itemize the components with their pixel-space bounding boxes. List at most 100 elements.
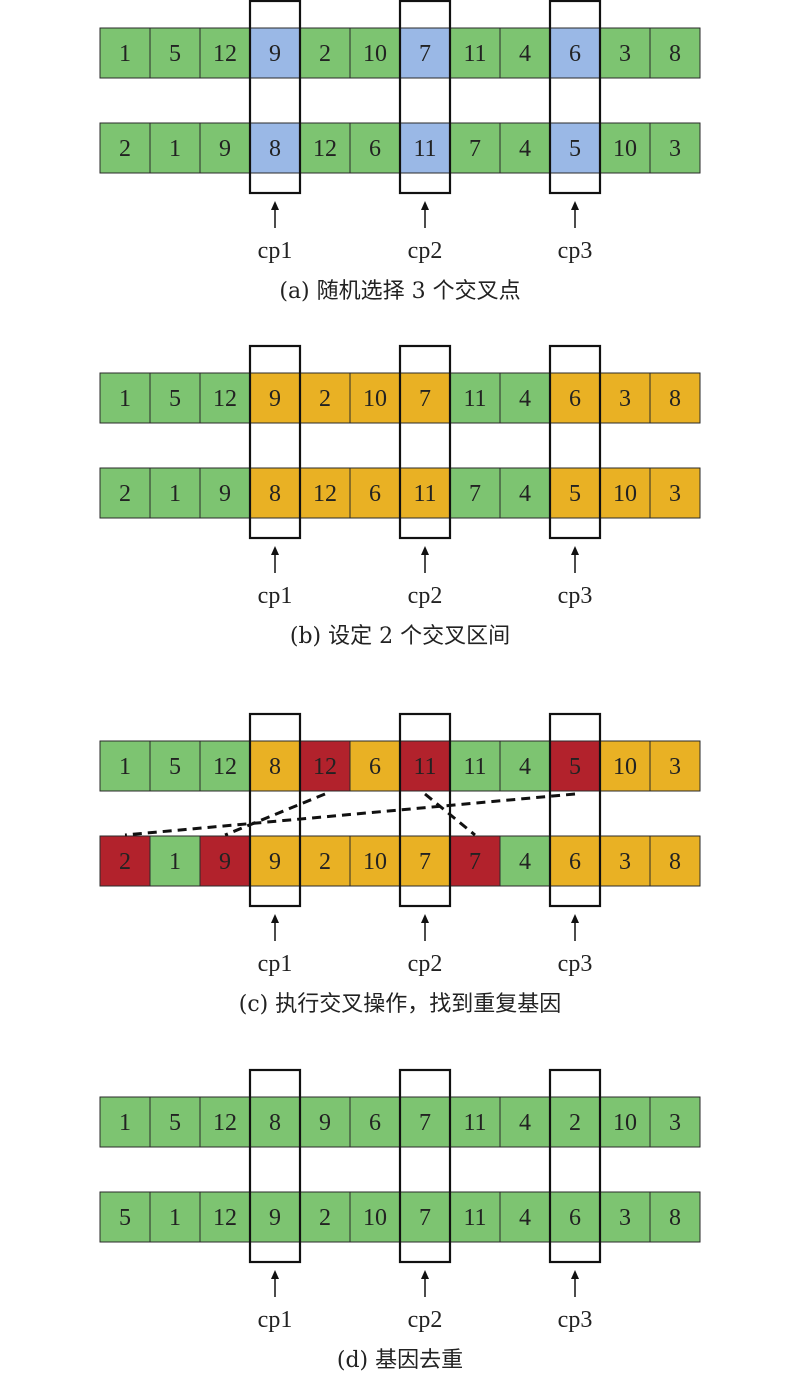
gene-cell: 2 bbox=[299, 372, 351, 424]
gene-cell: 8 bbox=[649, 27, 701, 79]
gene-value: 12 bbox=[313, 754, 337, 780]
gene-cell-bg bbox=[249, 122, 301, 174]
gene-cell-bg bbox=[149, 27, 201, 79]
gene-cell-bg bbox=[299, 372, 351, 424]
gene-cell: 3 bbox=[649, 122, 701, 174]
gene-cell-bg bbox=[649, 835, 701, 887]
gene-cell: 6 bbox=[549, 835, 601, 887]
gene-cell-bg bbox=[549, 372, 601, 424]
gene-cell: 7 bbox=[399, 1096, 451, 1148]
gene-value: 6 bbox=[569, 41, 581, 67]
gene-value: 10 bbox=[613, 1110, 637, 1136]
gene-cell-bg bbox=[649, 1096, 701, 1148]
gene-cell-bg bbox=[449, 1191, 501, 1243]
arrow-head-icon bbox=[571, 914, 579, 923]
gene-value: 2 bbox=[569, 1110, 581, 1136]
gene-cell: 9 bbox=[249, 835, 301, 887]
gene-value: 4 bbox=[519, 754, 531, 780]
gene-cell: 12 bbox=[199, 1191, 251, 1243]
gene-cell: 4 bbox=[499, 740, 551, 792]
gene-value: 11 bbox=[463, 1110, 486, 1136]
gene-value: 6 bbox=[369, 1110, 381, 1136]
gene-value: 7 bbox=[419, 1205, 431, 1231]
gene-cell: 9 bbox=[199, 122, 251, 174]
gene-cell-bg bbox=[349, 1191, 401, 1243]
gene-value: 2 bbox=[319, 41, 331, 67]
gene-cell: 9 bbox=[199, 835, 251, 887]
gene-cell-bg bbox=[149, 467, 201, 519]
gene-cell: 11 bbox=[449, 27, 501, 79]
gene-cell: 5 bbox=[549, 467, 601, 519]
gene-cell: 6 bbox=[549, 1191, 601, 1243]
gene-cell-bg bbox=[499, 1096, 551, 1148]
arrow-head-icon bbox=[571, 201, 579, 210]
gene-cell: 9 bbox=[249, 372, 301, 424]
gene-value: 3 bbox=[669, 481, 681, 507]
gene-cell: 4 bbox=[499, 1096, 551, 1148]
cp-label: cp1 bbox=[258, 951, 293, 977]
cp-label: cp3 bbox=[558, 583, 593, 609]
gene-value: 9 bbox=[319, 1110, 331, 1136]
gene-value: 2 bbox=[319, 386, 331, 412]
gene-cell-bg bbox=[99, 835, 151, 887]
gene-value: 11 bbox=[463, 41, 486, 67]
gene-cell-bg bbox=[199, 372, 251, 424]
gene-cell: 4 bbox=[499, 27, 551, 79]
gene-value: 10 bbox=[363, 1205, 387, 1231]
gene-value: 7 bbox=[419, 41, 431, 67]
gene-value: 12 bbox=[313, 136, 337, 162]
gene-cell-bg bbox=[599, 372, 651, 424]
gene-cell: 3 bbox=[599, 1191, 651, 1243]
gene-cell: 2 bbox=[99, 835, 151, 887]
gene-value: 8 bbox=[269, 1110, 281, 1136]
gene-value: 3 bbox=[669, 1110, 681, 1136]
gene-cell-bg bbox=[499, 122, 551, 174]
gene-value: 10 bbox=[613, 754, 637, 780]
gene-cell: 10 bbox=[349, 835, 401, 887]
gene-value: 1 bbox=[169, 481, 181, 507]
gene-value: 6 bbox=[369, 136, 381, 162]
gene-value: 7 bbox=[419, 849, 431, 875]
gene-value: 8 bbox=[669, 386, 681, 412]
gene-value: 12 bbox=[213, 1110, 237, 1136]
gene-value: 4 bbox=[519, 41, 531, 67]
duplicate-gene-link bbox=[124, 792, 576, 837]
gene-cell: 6 bbox=[349, 467, 401, 519]
gene-value: 6 bbox=[569, 1205, 581, 1231]
cp-label: cp3 bbox=[558, 1307, 593, 1333]
gene-value: 5 bbox=[169, 1110, 181, 1136]
gene-cell-bg bbox=[199, 27, 251, 79]
arrow-head-icon bbox=[421, 201, 429, 210]
gene-value: 9 bbox=[219, 481, 231, 507]
gene-cell-bg bbox=[349, 467, 401, 519]
crossover-box-cp1 bbox=[248, 1068, 302, 1264]
gene-cell-bg bbox=[399, 835, 451, 887]
gene-cell-bg bbox=[299, 122, 351, 174]
gene-cell: 10 bbox=[349, 27, 401, 79]
gene-value: 5 bbox=[569, 754, 581, 780]
gene-cell-bg bbox=[599, 1096, 651, 1148]
gene-cell: 5 bbox=[149, 27, 201, 79]
gene-cell: 10 bbox=[599, 467, 651, 519]
gene-value: 9 bbox=[269, 41, 281, 67]
gene-cell: 6 bbox=[549, 372, 601, 424]
gene-cell-bg bbox=[249, 467, 301, 519]
gene-cell: 7 bbox=[399, 1191, 451, 1243]
gene-cell: 2 bbox=[549, 1096, 601, 1148]
gene-cell: 3 bbox=[649, 467, 701, 519]
cp-label: cp2 bbox=[408, 583, 443, 609]
gene-cell: 11 bbox=[449, 740, 501, 792]
gene-value: 8 bbox=[269, 136, 281, 162]
gene-value: 11 bbox=[463, 1205, 486, 1231]
gene-cell: 12 bbox=[199, 372, 251, 424]
gene-cell-bg bbox=[349, 372, 401, 424]
gene-cell: 6 bbox=[349, 740, 401, 792]
crossover-box-cp3 bbox=[548, 0, 602, 195]
gene-cell-bg bbox=[399, 122, 451, 174]
gene-cell-bg bbox=[199, 1096, 251, 1148]
gene-cell-bg bbox=[299, 1096, 351, 1148]
gene-value: 2 bbox=[119, 136, 131, 162]
